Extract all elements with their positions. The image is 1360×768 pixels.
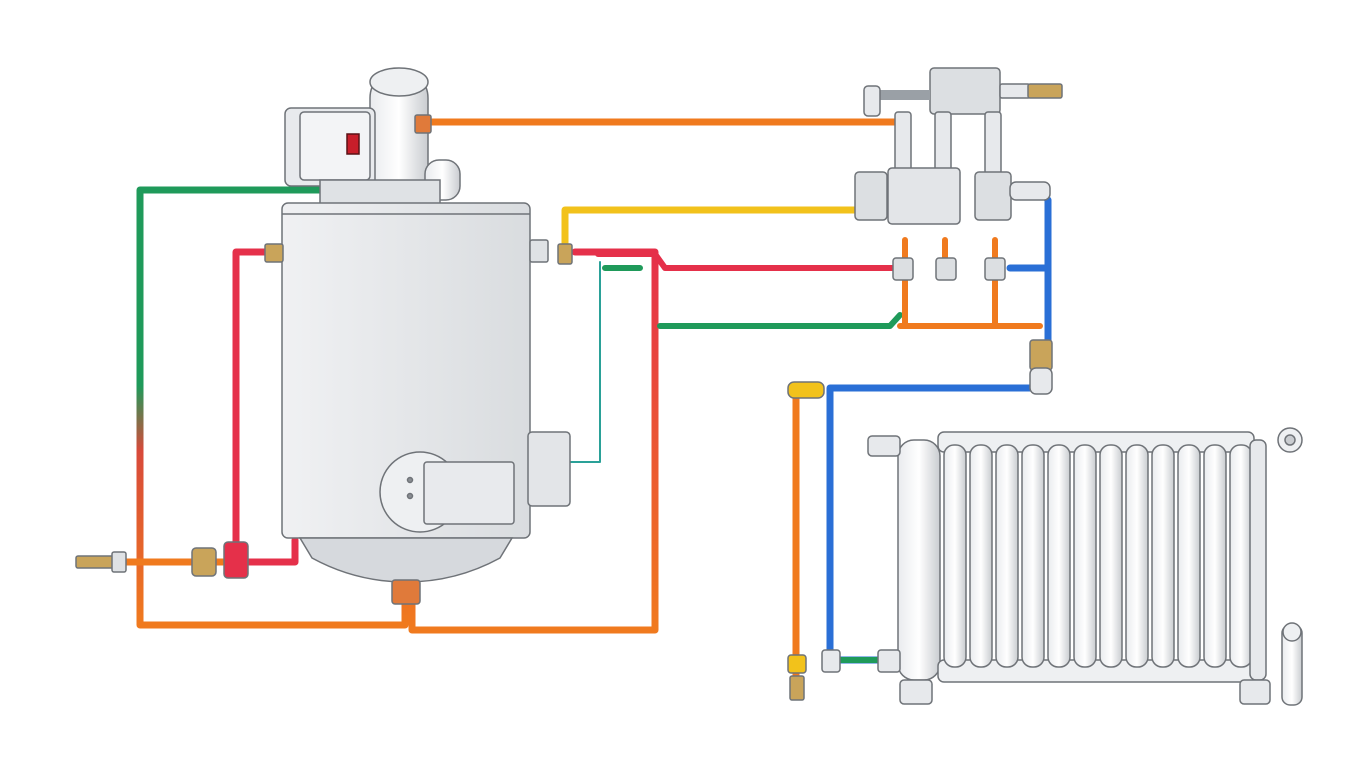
inlet-union <box>111 551 127 573</box>
pipe-green-left-loop <box>136 186 409 629</box>
radiator <box>787 381 1303 706</box>
manifold-center-valve[interactable] <box>887 167 961 225</box>
radiator-fin <box>969 444 993 668</box>
boiler-top-fitting <box>414 114 432 134</box>
inlet-tee <box>223 541 249 579</box>
radiator-yellow-fitting <box>787 654 807 674</box>
radiator-blue-fitting <box>821 649 841 673</box>
boiler-drain-fitting <box>391 579 421 605</box>
manifold-top-elbow-joint <box>863 85 881 117</box>
boiler-left-fitting <box>264 243 284 263</box>
manifold-lower-tee-3 <box>984 257 1006 281</box>
radiator-fin <box>943 444 967 668</box>
radiator-fins <box>943 444 1253 668</box>
pipe-green-mid-return <box>602 265 903 329</box>
burner-housing <box>423 461 515 525</box>
radiator-foot-right <box>1239 679 1271 705</box>
radiator-fin <box>1203 444 1227 668</box>
pipe-teal-thin <box>567 261 601 463</box>
manifold-right-elbow <box>1009 181 1051 201</box>
manifold-stem-1 <box>894 111 912 175</box>
inlet-threaded-end <box>75 555 117 569</box>
manifold-left-valve[interactable] <box>854 171 888 221</box>
radiator-fin <box>1021 444 1045 668</box>
radiator-inlet-union <box>877 649 901 673</box>
manifold-lower-tee-1 <box>892 257 914 281</box>
radiator-fin <box>1099 444 1123 668</box>
radiator-left-column <box>897 439 941 681</box>
flue-cap <box>369 67 429 97</box>
radiator-foot-left <box>899 679 933 705</box>
boiler-base-dome <box>298 537 514 583</box>
pipe-red-mid-supply <box>595 251 903 271</box>
radiator-fin <box>995 444 1019 668</box>
boiler-right-fitting <box>529 239 549 263</box>
pipe-orange-radiator-return <box>792 384 824 692</box>
radiator-fin <box>1073 444 1097 668</box>
burner-side-box <box>527 431 571 507</box>
boiler-neck <box>319 179 441 206</box>
radiator-fin <box>1125 444 1149 668</box>
boiler <box>264 67 573 605</box>
inlet-valve-body <box>191 547 217 577</box>
pipe-orange-manifold-legs <box>902 237 998 329</box>
radiator-right-valve-cap <box>1282 622 1302 642</box>
burner-bolt-1 <box>406 476 414 484</box>
manifold-right-valve[interactable] <box>974 171 1012 221</box>
pipe-orange-top-supply <box>421 118 909 154</box>
manifold-stem-3 <box>984 111 1002 175</box>
burner-bolt-2 <box>406 492 414 500</box>
radiator-fin <box>1177 444 1201 668</box>
radiator-fin <box>1151 444 1175 668</box>
manifold-top-outlet <box>999 83 1031 99</box>
power-switch[interactable] <box>346 133 360 155</box>
manifold-stem-2 <box>934 111 952 175</box>
radiator-fin <box>1229 444 1253 668</box>
boiler-right-fitting-brass <box>557 243 573 265</box>
manifold-drop-elbow <box>1029 367 1053 395</box>
radiator-fin <box>1047 444 1071 668</box>
radiator-brass-stub <box>789 675 805 701</box>
manifold-top-valve[interactable] <box>929 67 1001 115</box>
manifold-top-brass <box>1027 83 1063 99</box>
radiator-left-top-fitting <box>867 435 901 457</box>
inlet-valve[interactable] <box>75 541 249 579</box>
valve-manifold <box>854 67 1063 395</box>
manifold-lower-tee-2 <box>935 257 957 281</box>
manifold-drop-fitting <box>1029 339 1053 371</box>
radiator-bleed-valve-core <box>1284 434 1296 446</box>
radiator-orange-top-elbow <box>787 381 825 399</box>
radiator-right-column <box>1249 439 1267 681</box>
pipe-yellow-supply <box>561 206 864 254</box>
